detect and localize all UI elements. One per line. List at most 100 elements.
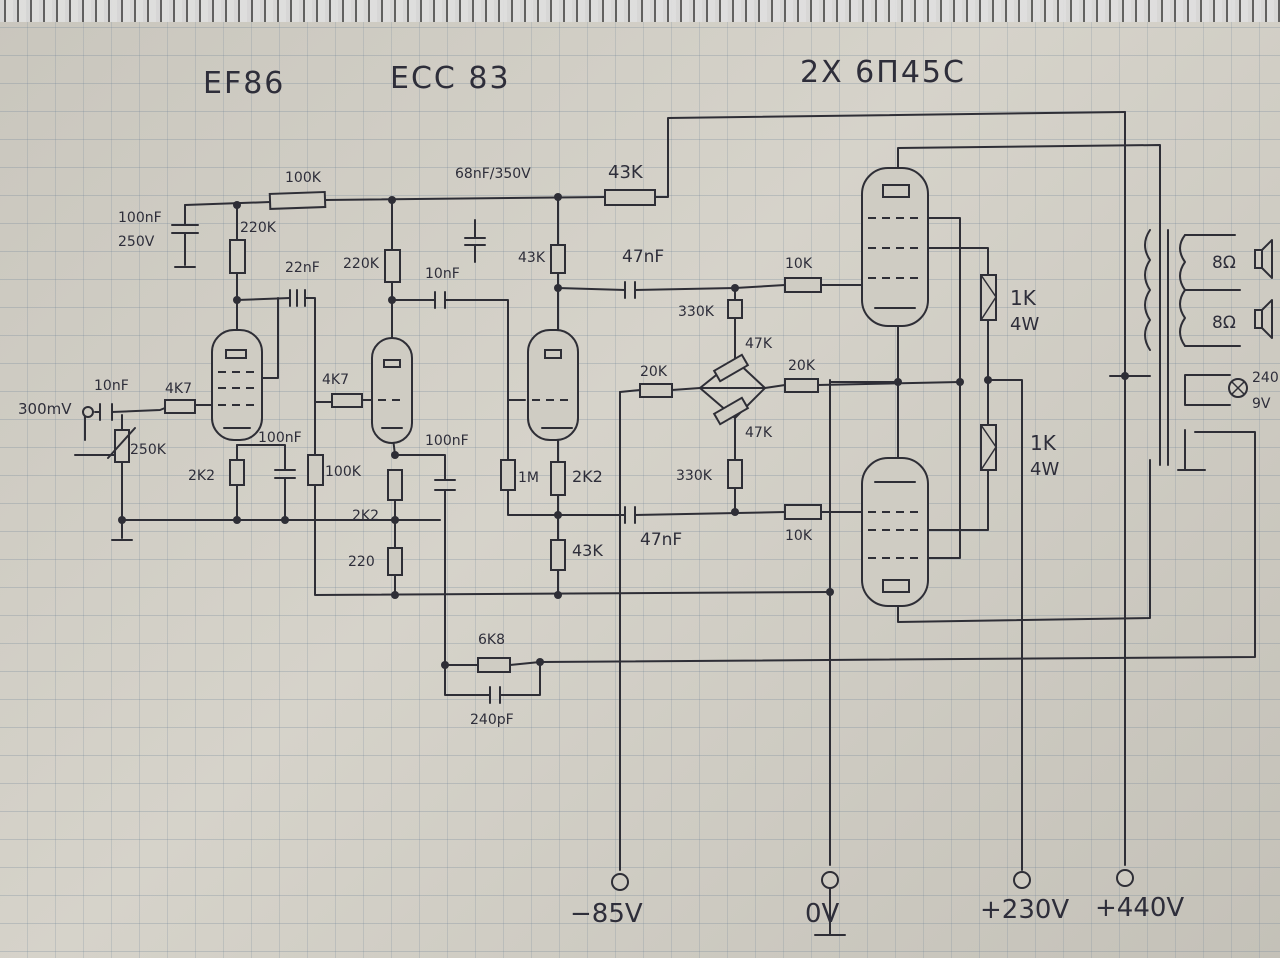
label-pot-47k-bottom: 47K [745, 425, 773, 441]
label-rail-neg85: −85V [570, 899, 643, 929]
resistor-4k7-ecc [331, 393, 363, 408]
label-r-2k2-ecc: 2K2 [352, 508, 379, 524]
tube-6p45s-top [861, 167, 929, 327]
resistor-100k-top [268, 190, 327, 210]
labels: 100K 68nF/350V 43K 100nF 250V 220K 22nF … [18, 162, 1279, 929]
label-r-4k7-ecc: 4K7 [322, 372, 349, 388]
rail-terminals [611, 869, 1134, 936]
resistor-220k-ef86 [229, 239, 246, 274]
resistor-100k-bottom [307, 454, 324, 486]
tube-ecc83-b [527, 329, 579, 441]
label-r-43k-ecc: 43K [518, 250, 546, 266]
label-speaker-8-top: 8Ω [1212, 253, 1236, 273]
terminal-440v [1116, 869, 1134, 887]
label-r-2k2-pi: 2K2 [572, 467, 603, 486]
resistor-220k-ecc [384, 249, 401, 283]
label-lamp-9v: 9V [1252, 396, 1271, 412]
label-r-1k-bottom: 1K [1030, 431, 1057, 455]
label-rail-230v: +230V [980, 895, 1069, 925]
label-r-20k-left: 20K [640, 364, 668, 380]
capacitor-100nf-ecc [434, 479, 456, 491]
label-r-4w-top: 4W [1010, 314, 1039, 335]
resistor-2k2-pi [550, 461, 566, 496]
potentiometer-47k-bottom [712, 396, 750, 426]
capacitor-10nf-input [99, 403, 113, 421]
input-terminal [82, 406, 94, 418]
capacitor-47nf-top [624, 281, 636, 299]
label-rail-0v: 0V [805, 899, 840, 929]
label-c-100nf-cathode: 100nF [258, 430, 302, 446]
label-lamp-240: 240 [1252, 370, 1279, 386]
resistor-43k-pi [550, 539, 566, 571]
label-rail-440v: +440V [1095, 893, 1184, 923]
resistor-43k-top [604, 189, 656, 206]
label-r-10k-top: 10K [785, 256, 813, 272]
pot-250k-wiper [107, 427, 136, 459]
resistor-10k-top [784, 277, 822, 293]
label-r-220k-ecc: 220K [343, 256, 380, 272]
speaker-icon-top [1254, 239, 1273, 279]
label-r-4k7-input: 4K7 [165, 381, 192, 397]
capacitor-240pf [489, 686, 501, 704]
label-r-4w-bottom: 4W [1030, 459, 1059, 480]
label-r-100k-top: 100K [285, 170, 322, 186]
label-c-240pf: 240pF [470, 712, 514, 728]
capacitor-47nf-bottom [624, 506, 636, 524]
terminal-230v [1013, 871, 1031, 889]
capacitor-10nf-ecc [434, 291, 446, 309]
resistor-4k7-input [164, 399, 196, 414]
resistor-6k8 [477, 657, 511, 673]
label-c-47nf-bottom: 47nF [640, 530, 682, 550]
label-input-level: 300mV [18, 400, 72, 418]
terminal-0v [821, 871, 839, 889]
label-c-10nf-ecc: 10nF [425, 266, 460, 282]
label-pot-250k: 250K [130, 442, 167, 458]
resistor-2k2-ef86 [229, 459, 245, 486]
label-c-100nf: 100nF [118, 210, 162, 226]
resistor-1k-4w-top [980, 274, 997, 321]
label-c-22nf: 22nF [285, 260, 320, 276]
resistor-2k2-ecc [387, 469, 403, 501]
label-r-1m: 1M [518, 470, 539, 486]
label-r-2k2-ef86: 2K2 [188, 468, 215, 484]
junction-dots [118, 193, 1129, 669]
terminal-neg85 [611, 873, 629, 891]
label-r-220-ecc: 220 [348, 554, 375, 570]
label-r-20k-right: 20K [788, 358, 816, 374]
label-r-6k8: 6K8 [478, 632, 505, 648]
tube-6p45s-bottom [861, 457, 929, 607]
title-output-tubes: 2X 6П45С [800, 55, 966, 90]
capacitor-22nf [289, 289, 306, 307]
resistor-43k-ecc [550, 244, 566, 274]
resistor-10k-bottom [784, 504, 822, 520]
components [82, 189, 997, 704]
label-r-43k-top: 43K [608, 162, 644, 183]
spiral-binding [0, 0, 1280, 22]
speaker-icon-bottom [1254, 299, 1273, 339]
label-r-220k-ef86: 220K [240, 220, 277, 236]
label-r-1k-top: 1K [1010, 286, 1037, 310]
label-c-10nf-input: 10nF [94, 378, 129, 394]
title-ef86: EF86 [203, 66, 285, 101]
label-r-330k-bottom: 330K [676, 468, 713, 484]
label-pot-47k-top: 47K [745, 336, 773, 352]
potentiometer-250k [114, 429, 130, 463]
label-speaker-8-bottom: 8Ω [1212, 313, 1236, 333]
label-c-47nf-top: 47nF [622, 247, 664, 267]
label-r-100k-bottom: 100K [325, 464, 362, 480]
label-r-10k-bottom: 10K [785, 528, 813, 544]
label-c-100nf-ecc: 100nF [425, 433, 469, 449]
tube-ecc83-a [371, 337, 413, 444]
wiring [74, 111, 1256, 871]
potentiometer-47k-top [712, 353, 750, 383]
label-c-68nf: 68nF/350V [455, 166, 531, 182]
resistor-330k-bottom [727, 459, 743, 489]
output-transformer [1144, 229, 1248, 471]
tube-ef86 [211, 329, 263, 441]
capacitor-100nf-cathode [274, 469, 296, 479]
label-r-43k-pi: 43K [572, 541, 603, 560]
resistor-1k-4w-bottom [980, 424, 997, 471]
capacitor-100nf-250v [171, 204, 199, 268]
